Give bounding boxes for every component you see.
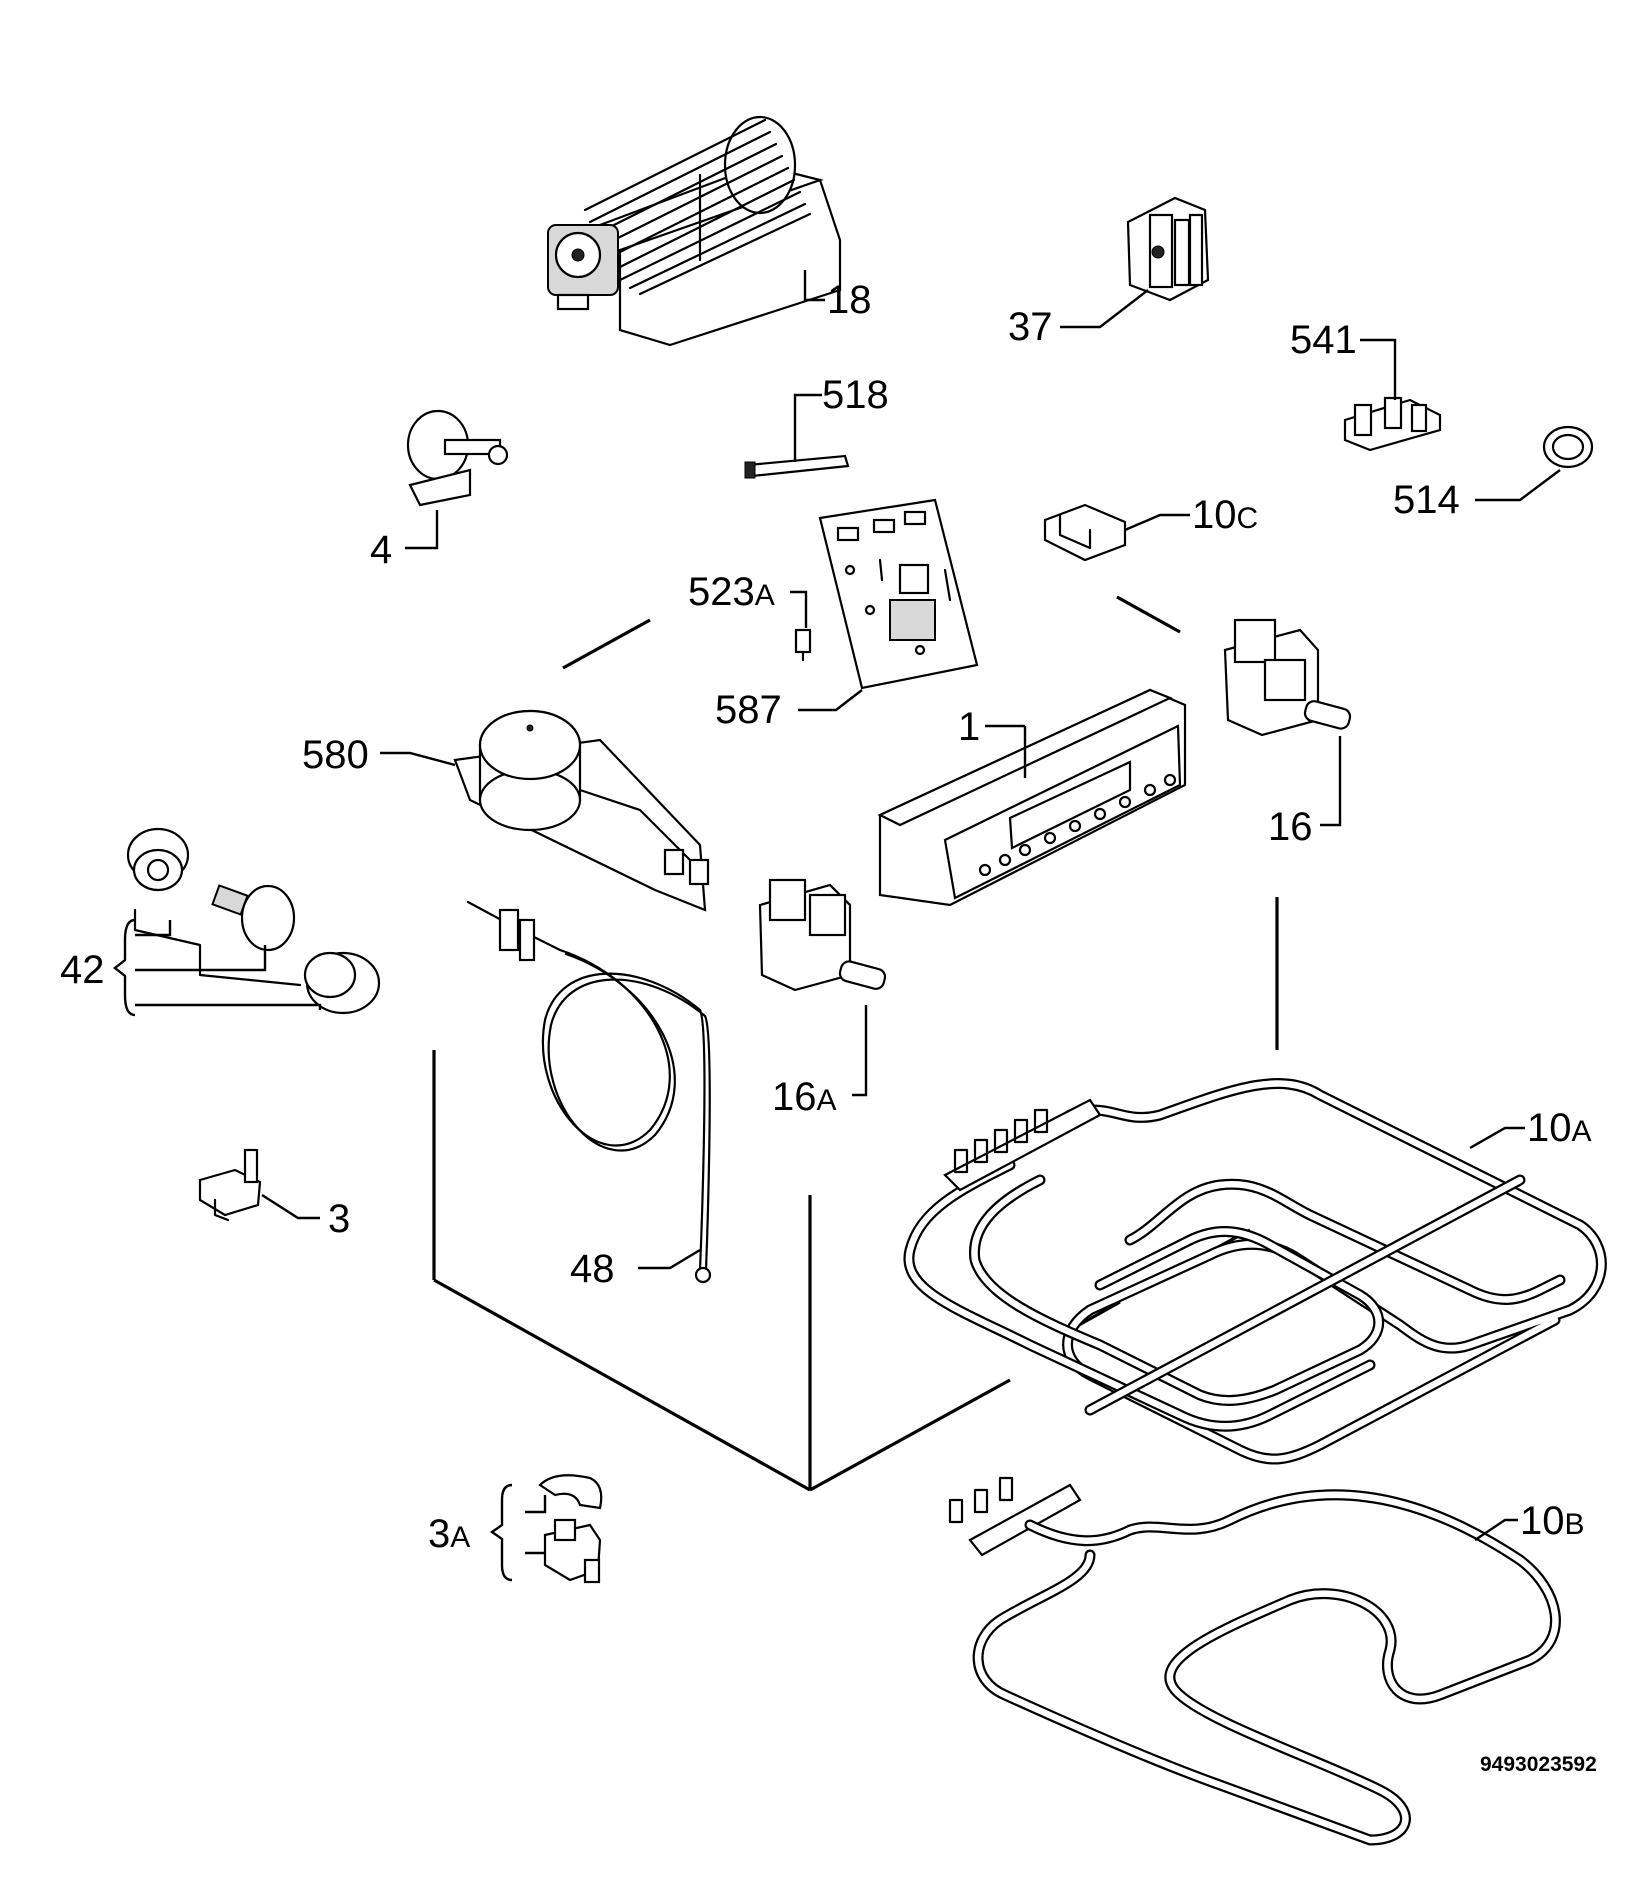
selector-switch-part-16	[1223, 618, 1352, 827]
selector-switch-part-16A	[758, 878, 887, 1097]
thermal-cutout-part-3	[198, 1148, 320, 1222]
callout-518: 518	[822, 373, 889, 417]
fan-assembly-part-18	[547, 115, 842, 347]
callout-3A: 3A	[428, 1512, 470, 1556]
circuit-board-part-587	[798, 498, 979, 712]
sensor-rod-part-518	[744, 393, 850, 479]
timer-assembly-part-580	[380, 709, 710, 912]
callout-10A: 10A	[1527, 1106, 1592, 1150]
callout-1: 1	[958, 705, 980, 749]
grommet-part-514	[1475, 425, 1594, 502]
callout-580: 580	[302, 733, 369, 777]
terminal-block-part-541	[1343, 338, 1442, 452]
callout-514: 514	[1393, 478, 1460, 522]
callout-42: 42	[60, 948, 105, 992]
callout-587: 587	[715, 688, 782, 732]
callout-3: 3	[328, 1197, 350, 1241]
lamp-assembly-part-42	[113, 827, 381, 1017]
heating-element-part-10B	[948, 1476, 1561, 1846]
heating-element-part-10A	[903, 1078, 1607, 1465]
callout-4: 4	[370, 528, 392, 572]
connector-part-523A	[790, 590, 812, 662]
capillary-probe-part-48	[466, 900, 712, 1284]
callout-18: 18	[827, 278, 872, 322]
callout-16A: 16A	[772, 1075, 837, 1119]
callout-523A: 523A	[688, 570, 775, 614]
display-module-part-1	[877, 688, 1187, 907]
bracket-part-10C	[1043, 503, 1190, 562]
callout-16: 16	[1268, 805, 1313, 849]
thermal-cutout-part-3A	[489, 1474, 603, 1584]
callout-10B: 10B	[1520, 1499, 1585, 1543]
callout-48: 48	[570, 1247, 615, 1291]
callout-10C: 10C	[1192, 493, 1258, 537]
callout-541: 541	[1290, 318, 1357, 362]
thermostat-part-37	[1060, 196, 1210, 329]
oven-cavity-frame	[432, 595, 1279, 1492]
motor-part-4	[405, 409, 509, 550]
callout-37: 37	[1008, 305, 1053, 349]
document-id: 9493023592	[1480, 1753, 1597, 1776]
